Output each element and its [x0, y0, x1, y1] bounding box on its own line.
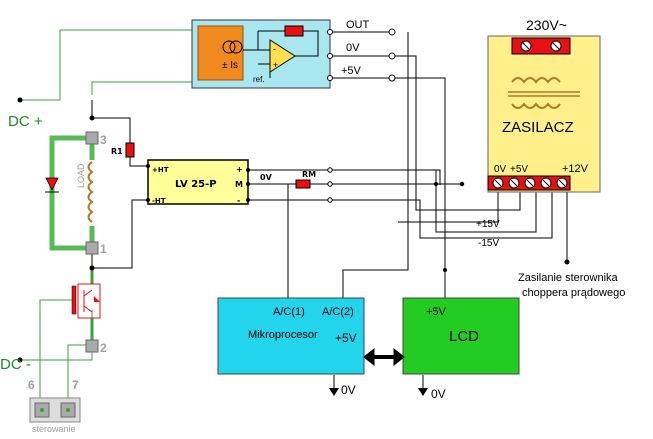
junction-dots	[17, 97, 570, 363]
lv25-module	[146, 159, 333, 205]
zero-v-signal-label: 0V	[260, 173, 273, 182]
load-section	[45, 131, 101, 353]
black-wires	[91, 31, 568, 388]
mcu-plus5: +5V	[335, 331, 357, 345]
mcu-name: Mikroprocesor	[248, 329, 318, 341]
mcu-ground-icon	[329, 388, 339, 396]
r1-resistor	[125, 142, 135, 158]
mcu-gnd-label: 0V	[341, 383, 356, 397]
control-label: sterowanie	[32, 424, 76, 434]
lv25-name: LV 25-P	[175, 179, 217, 190]
mcu-lcd-bus-arrow	[363, 347, 405, 367]
ref-label: ref.	[253, 75, 265, 84]
rail-plus15: +15V	[476, 219, 500, 230]
green-wires	[20, 29, 216, 398]
rm-label: RM	[302, 170, 316, 179]
mcu-ac1: A/C(1)	[273, 306, 305, 318]
control-pin6: 6	[28, 378, 35, 392]
feedback-resistor	[284, 25, 304, 37]
r1-label: R1	[111, 147, 123, 156]
psu-0v-label: 0V	[494, 164, 507, 175]
svg-text:+: +	[273, 60, 278, 70]
power-supply	[487, 35, 601, 193]
lv25-pin-plus: +	[236, 165, 243, 174]
sensor-5v-label: +5V	[341, 65, 362, 77]
lcd-block	[402, 297, 520, 375]
mcu-block	[217, 297, 365, 375]
load-pin2: 2	[100, 341, 107, 355]
dc-plus-label: DC +	[8, 113, 43, 130]
lv25-pin-minus: -	[237, 196, 240, 205]
mcu-ac2: A/C(2)	[322, 306, 354, 318]
lcd-plus5: +5V	[426, 306, 447, 318]
mains-label: 230V~	[526, 17, 567, 33]
lcd-gnd-label: 0V	[431, 387, 446, 401]
chopper-note-line2: choppera prądowego	[522, 287, 625, 299]
current-sensor: ± Is - + ref.	[191, 19, 396, 89]
lv25-pin-m: M	[235, 180, 243, 189]
chopper-note-line1: Zasilanie sterownika	[518, 272, 619, 284]
lv25-pin-ht-minus: -HT	[152, 197, 166, 205]
psu-5v-label: +5V	[510, 164, 528, 175]
lcd-name: LCD	[449, 328, 479, 345]
psu-name: ZASILACZ	[502, 119, 574, 136]
sensor-0v-label: 0V	[346, 42, 360, 54]
load-pin1: 1	[100, 242, 107, 256]
dc-minus-label: DC -	[0, 356, 31, 373]
lv25-pin-ht-plus: +HT	[152, 166, 169, 174]
load-pin3: 3	[100, 133, 107, 147]
lcd-ground-icon	[418, 388, 428, 396]
load-label: LOAD	[76, 163, 86, 188]
psu-12v-label: +12V	[562, 163, 589, 175]
control-pin7: 7	[72, 378, 79, 392]
rm-resistor	[295, 179, 311, 189]
sensor-out-label: OUT	[346, 19, 370, 31]
is-label: ± Is	[222, 60, 238, 71]
rail-minus15: -15V	[478, 238, 499, 249]
svg-text:-: -	[273, 44, 276, 54]
control-connector	[29, 397, 81, 423]
load-loop	[49, 135, 95, 251]
